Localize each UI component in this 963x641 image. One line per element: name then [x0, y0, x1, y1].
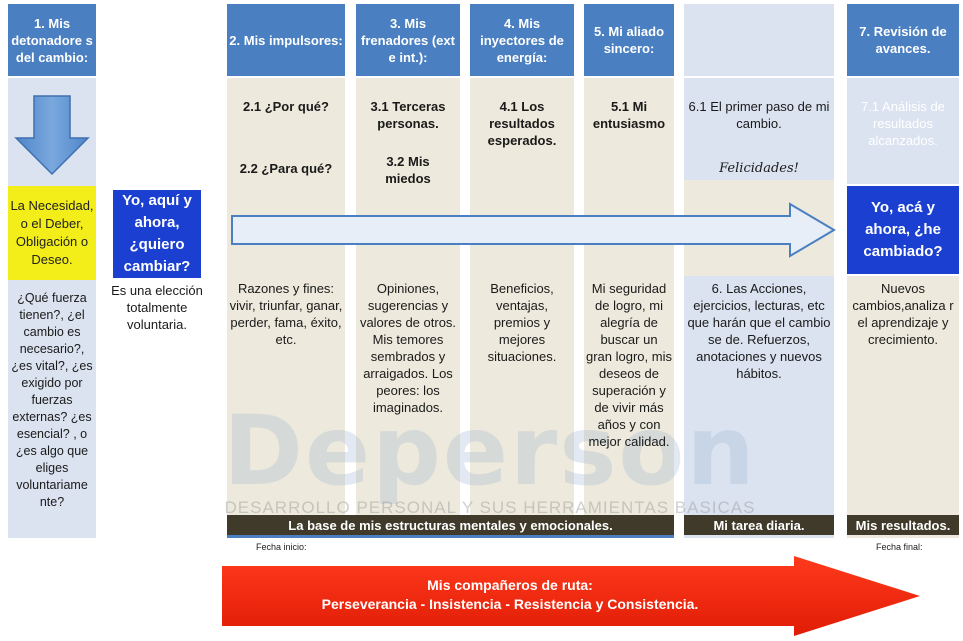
col7-body: Nuevos cambios,analiza r el aprendizaje … [852, 281, 954, 347]
blue-box-quiero-cambiar: Yo, aquí y ahora, ¿quiero cambiar? [113, 190, 201, 278]
column-5-background [584, 78, 674, 538]
column-7-top-background [847, 78, 959, 184]
voluntary-answer: Es una elección totalmente voluntaria. [111, 283, 203, 332]
header-aliado: 5. Mi aliado sincero: [584, 4, 674, 76]
por-que-label: 2.1 ¿Por qué? [243, 99, 329, 114]
header-empty [684, 4, 834, 76]
entusiasmo-label: 5.1 Mi entusiasmo [592, 99, 666, 131]
progress-right-arrow-icon [231, 202, 836, 258]
blue-box-he-cambiado: Yo, acá y ahora, ¿he cambiado? [847, 186, 959, 274]
header-revision: 7. Revisión de avances. [847, 4, 959, 76]
column-7-bottom-background [847, 276, 959, 538]
footer-underline [227, 535, 674, 538]
footer-daily: Mi tarea diaria. [684, 515, 834, 535]
red-arrow-text: Mis compañeros de ruta: Perseverancia - … [230, 576, 790, 614]
companeros-label: Mis compañeros de ruta: [427, 577, 593, 593]
analisis-label: 7.1 Análisis de resultados alcanzados. [861, 99, 945, 148]
column-6-bottom-background [684, 276, 834, 538]
mis-miedos-label: 3.2 Mis miedos [385, 154, 431, 186]
watermark-logo: Deperson [223, 395, 757, 507]
yellow-box-need: La Necesidad, o el Deber, Obligación o D… [8, 186, 96, 280]
start-date-label: Fecha inicio: [256, 542, 307, 552]
terceras-personas-label: 3.1 Terceras personas. [370, 99, 446, 131]
col4-body: Beneficios, ventajas, premios y mejores … [487, 281, 557, 364]
header-inyectores: 4. Mis inyectores de energía: [470, 4, 574, 76]
header-detonadores: 1. Mis detonadore s del cambio: [8, 4, 96, 76]
col6-body: 6. Las Acciones, ejercicios, lecturas, e… [687, 281, 831, 381]
resultados-esperados-label: 4.1 Los resultados esperados. [487, 99, 557, 148]
header-impulsores: 2. Mis impulsores: [227, 4, 345, 76]
footer-results: Mis resultados. [847, 515, 959, 535]
column-3-background [356, 78, 460, 538]
col3-body: Opiniones, sugerencias y valores de otro… [359, 281, 457, 415]
virtudes-label: Perseverancia - Insistencia - Resistenci… [321, 596, 699, 612]
column-4-background [470, 78, 574, 538]
header-frenadores: 3. Mis frenadores (ext e int.): [356, 4, 460, 76]
footer-base: La base de mis estructuras mentales y em… [227, 515, 674, 535]
primer-paso-label: 6.1 El primer paso de mi cambio. [688, 99, 830, 131]
felicidades-text: Felicidades! [719, 161, 799, 176]
col2-body: Razones y fines: vivir, triunfar, ganar,… [229, 281, 343, 347]
col5-body: Mi seguridad de logro, mi alegría de bus… [586, 281, 672, 449]
column-2-background [227, 78, 345, 538]
para-que-label: 2.2 ¿Para qué? [239, 161, 333, 176]
down-arrow-icon [14, 95, 90, 176]
watermark-tagline: DESARROLLO PERSONAL Y SUS HERRAMIENTAS B… [224, 498, 756, 517]
column-6-top-background [684, 78, 834, 180]
end-date-label: Fecha final: [876, 542, 923, 552]
col1-questions: ¿Qué fuerza tienen?, ¿el cambio es neces… [11, 291, 93, 509]
red-arrow-icon [222, 556, 920, 636]
